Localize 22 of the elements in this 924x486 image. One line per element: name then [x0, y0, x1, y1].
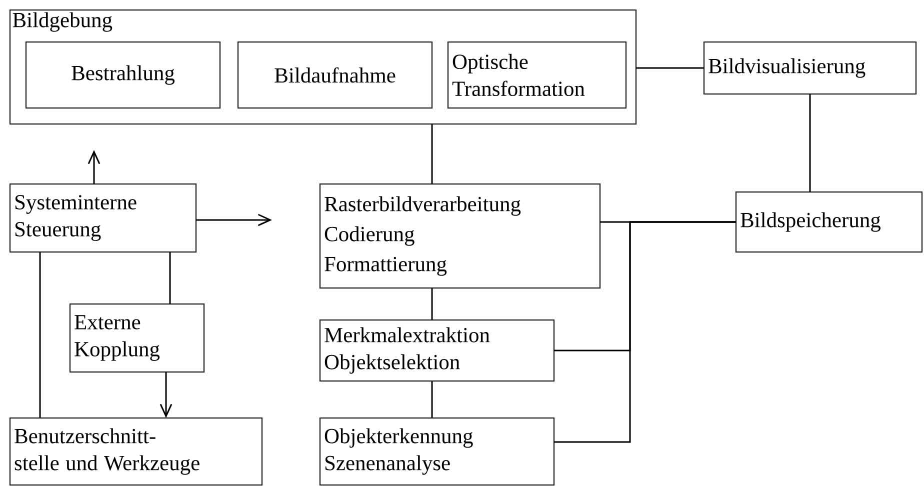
process-box: Bildvisualisierung	[704, 42, 916, 94]
connector-line	[809, 94, 811, 192]
process-box: Systeminterne Steuerung	[10, 184, 196, 252]
arrow	[160, 372, 172, 418]
process-box: Optische Transformation	[448, 42, 626, 108]
process-box: Externe Kopplung	[70, 304, 204, 372]
process-box: Bildspeicherung	[736, 192, 922, 252]
process-box: Merkmalextraktion Objektselektion	[320, 320, 554, 382]
connector-line	[169, 252, 171, 304]
connector-line	[39, 252, 41, 418]
connector-line	[431, 124, 433, 184]
arrow	[88, 150, 100, 184]
process-box: Benutzerschnitt- stelle und Werkzeuge	[10, 418, 262, 486]
process-box: Rasterbildverarbeitung Codierung Formattierung	[320, 184, 600, 288]
connector-line	[431, 381, 433, 418]
connector-line	[636, 67, 704, 69]
connector-line	[554, 221, 736, 443]
arrow	[196, 214, 272, 226]
process-box: Bestrahlung	[26, 42, 220, 108]
process-box: Objekterkennung Szenenanalyse	[320, 418, 554, 486]
connector-line	[431, 288, 433, 320]
process-box: Bildaufnahme	[238, 42, 432, 108]
